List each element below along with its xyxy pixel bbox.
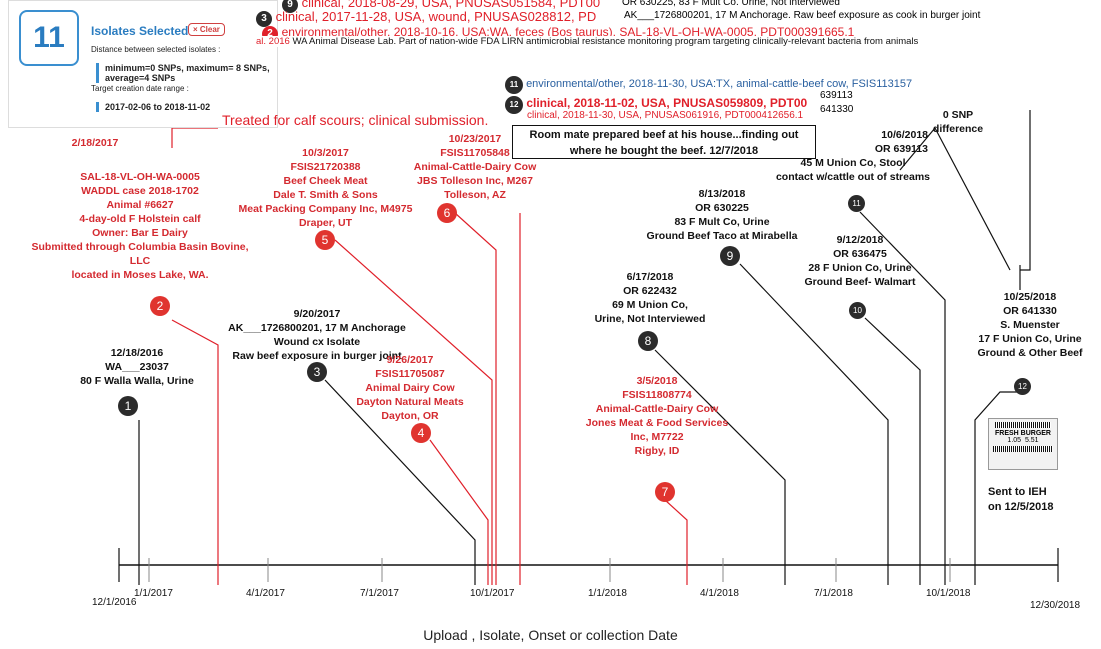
marker-5[interactable]: 5 — [315, 230, 335, 250]
connector-11 — [859, 211, 946, 585]
range-label: Target creation date range : — [91, 84, 189, 93]
marker-6[interactable]: 6 — [437, 203, 457, 223]
connector-10 — [864, 317, 921, 585]
panel-title: Isolates Selected — [91, 24, 189, 38]
note-ak: AK___1726800201, 17 M Anchorage. Raw bee… — [624, 10, 1074, 21]
connector-8 — [654, 349, 786, 585]
isolate-count: 11 — [19, 10, 79, 66]
connector-3 — [324, 379, 476, 585]
tick-label: 10/1/2018 — [926, 588, 971, 599]
badge-3: 3 — [256, 11, 272, 27]
case-11: 10/6/2018 OR 639113 45 M Union Co, Stool… — [775, 129, 931, 183]
list-item[interactable]: 11 environmental/other, 2018-11-30, USA:… — [505, 76, 912, 94]
list-item[interactable]: clinical, 2018-11-30, USA, PNUSAS061916,… — [527, 110, 804, 121]
product-label-image: FRESH BURGER 1.05 5.51 — [988, 418, 1058, 470]
marker-2[interactable]: 2 — [150, 296, 170, 316]
connector-6 — [454, 212, 497, 585]
connector-12 — [974, 391, 1022, 585]
clear-button[interactable]: × Clear — [188, 23, 225, 36]
list-item[interactable]: 3 clinical, 2017-11-28, USA, wound, PNUS… — [256, 9, 596, 27]
axis-title: Upload , Isolate, Onset or collection Da… — [423, 627, 678, 643]
marker-9[interactable]: 9 — [720, 246, 740, 266]
marker-12[interactable]: 12 — [1014, 378, 1031, 395]
tick-label: 10/1/2017 — [470, 588, 515, 599]
note-wadl: al. 2016 WA Animal Disease Lab. Part of … — [256, 36, 919, 47]
marker-1[interactable]: 1 — [118, 396, 138, 416]
range-value: 2017-02-06 to 2018-11-02 — [96, 102, 275, 112]
distance-label: Distance between selected isolates : — [91, 45, 221, 54]
connector-9 — [739, 263, 889, 585]
tick-label: 1/1/2018 — [588, 588, 627, 599]
connector-4 — [429, 439, 489, 585]
marker-4[interactable]: 4 — [411, 423, 431, 443]
snp-difference-note: 0 SNP difference — [932, 109, 984, 135]
connector-5 — [334, 239, 493, 585]
tick-label: 12/1/2016 — [92, 597, 137, 608]
list-item[interactable]: 9 clinical, 2018-08-29, USA, PNUSAS05158… — [282, 0, 600, 13]
roommate-note: Room mate prepared beef at his house...f… — [512, 125, 816, 159]
connector-7 — [664, 499, 688, 585]
note-or630225: OR 630225, 83 F Mult Co. Urine, Not inte… — [622, 0, 1092, 8]
snp-stats: minimum=0 SNPs, maximum= 8 SNPs, average… — [96, 63, 275, 83]
tick-label: 7/1/2017 — [360, 588, 399, 599]
marker-7[interactable]: 7 — [655, 482, 675, 502]
marker-11[interactable]: 11 — [848, 195, 865, 212]
marker-8[interactable]: 8 — [638, 331, 658, 351]
tick-label: 4/1/2018 — [700, 588, 739, 599]
badge-9: 9 — [282, 0, 298, 13]
tick-label: 7/1/2018 — [814, 588, 853, 599]
marker-10[interactable]: 10 — [849, 302, 866, 319]
list-item[interactable]: 12 clinical, 2018-11-02, USA, PNUSAS0598… — [505, 96, 807, 114]
barcode-icon — [995, 422, 1051, 428]
connector-2 — [171, 319, 219, 585]
calf-scours-note: Treated for calf scours; clinical submis… — [222, 112, 489, 128]
tick-label: 12/30/2018 — [1030, 600, 1081, 611]
tick-label: 4/1/2017 — [246, 588, 285, 599]
marker-3[interactable]: 3 — [307, 362, 327, 382]
tick-label: 1/1/2017 — [134, 588, 173, 599]
